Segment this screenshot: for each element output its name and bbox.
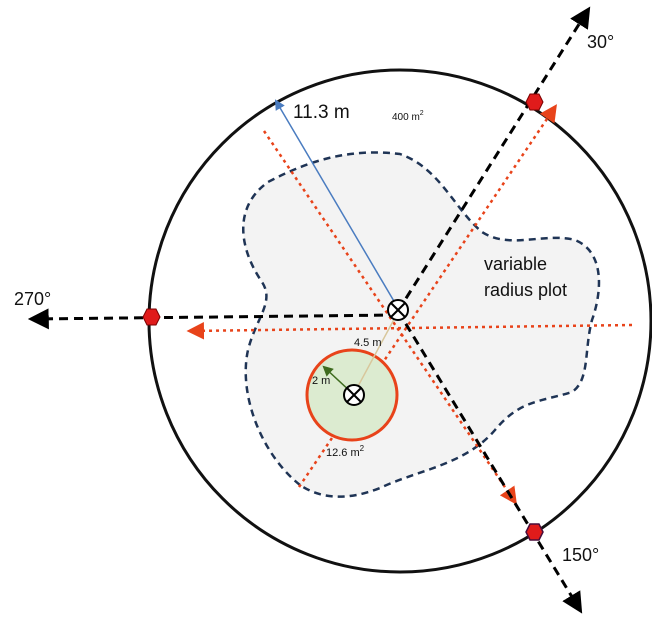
offset-distance-label: 4.5 m bbox=[354, 337, 382, 349]
plot-center-marker bbox=[387, 299, 409, 321]
boundary-marker-30 bbox=[525, 93, 544, 111]
variable-radius-region bbox=[242, 151, 601, 498]
small-plot-center-marker bbox=[343, 384, 365, 406]
large-radius-label: 11.3 m bbox=[293, 102, 350, 123]
small-area-label: 12.6 m2 bbox=[326, 444, 365, 459]
azimuth-150-axis bbox=[396, 310, 583, 614]
azimuth-270-axis bbox=[27, 308, 399, 330]
transect-line-nw-se bbox=[262, 130, 517, 505]
small-radius-label: 2 m bbox=[312, 375, 330, 387]
boundary-marker-150 bbox=[525, 523, 544, 541]
azimuth-30-label: 30° bbox=[587, 32, 614, 52]
boundary-marker-270 bbox=[142, 308, 161, 326]
large-radius-arrow bbox=[274, 99, 399, 309]
large-area-label: 400 m2 bbox=[392, 110, 424, 123]
offset-line bbox=[355, 311, 399, 391]
azimuth-150-label: 150° bbox=[562, 545, 599, 565]
variable-plot-label: variable radius plot bbox=[484, 254, 567, 300]
azimuth-270-label: 270° bbox=[14, 289, 51, 309]
